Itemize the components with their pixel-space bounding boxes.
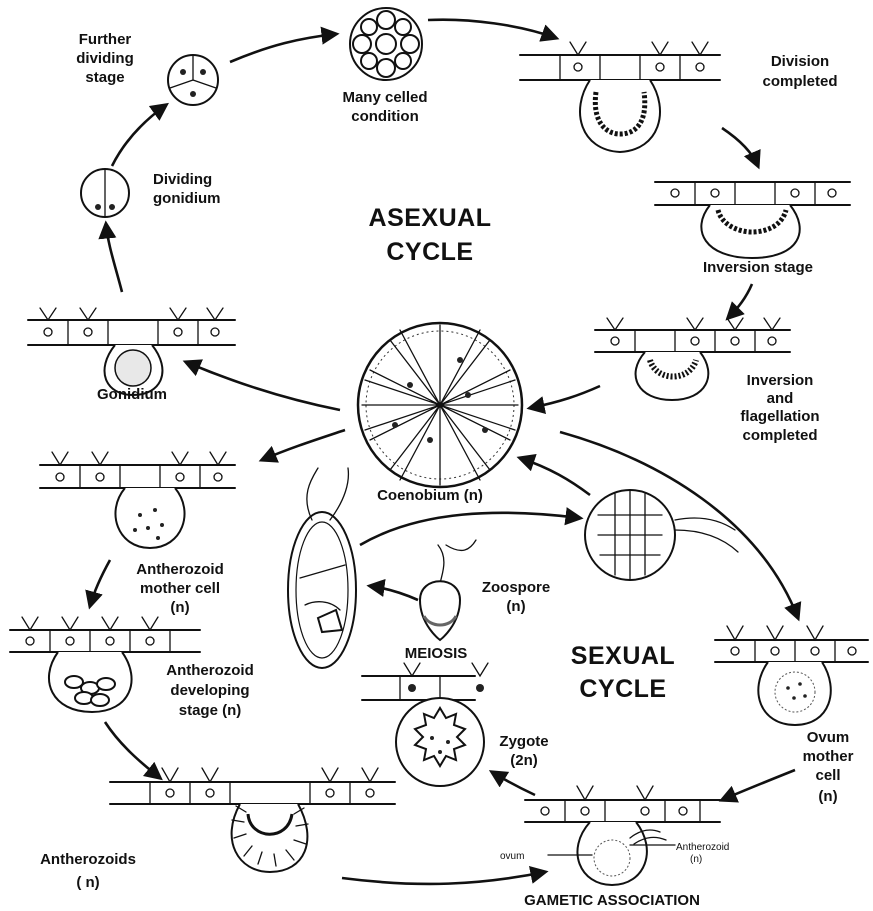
ovum-mother-line-1: Ovum — [807, 729, 850, 746]
zoospore-figure — [420, 540, 476, 640]
asexual-title-line-2: CYCLE — [386, 238, 473, 266]
gonidium-figure — [28, 308, 235, 395]
inversion-flagellation-line-1: Inversion — [747, 372, 814, 389]
antherozoid-developing-line-1: Antherozoid — [166, 662, 254, 679]
zygote-line-1: Zygote — [499, 733, 548, 750]
label-ovum: ovum — [500, 851, 524, 862]
label-gonidium: Gonidium — [97, 386, 167, 403]
gametic-association-line-1: GAMETIC ASSOCIATION — [524, 892, 700, 909]
label-division-completed: Division completed — [762, 53, 837, 90]
sexual-title-line-1: SEXUAL — [571, 642, 675, 670]
antherozoid-mother-line-3: (n) — [170, 599, 189, 616]
sexual-title-line-2: CYCLE — [579, 675, 666, 703]
zygote-figure — [362, 663, 488, 786]
gonidium-line-1: Gonidium — [97, 386, 167, 403]
label-meiosis: MEIOSIS — [405, 645, 468, 662]
ovum-mother-line-3: cell — [815, 767, 840, 784]
label-zygote: Zygote (2n) — [499, 733, 548, 769]
sexual-cycle-title: SEXUAL CYCLE — [571, 642, 675, 703]
antherozoids-figure — [110, 768, 395, 872]
zoospore-line-2: (n) — [506, 598, 525, 615]
dividing-gonidium-figure — [81, 169, 129, 217]
many-celled-line-2: condition — [351, 108, 419, 125]
label-antherozoid-developing-stage: Antherozoid developing stage (n) — [166, 662, 254, 719]
inversion-stage-figure — [655, 182, 850, 258]
ovum-small-label: ovum — [500, 851, 524, 862]
dividing-gonidium-line-1: Dividing — [153, 171, 212, 188]
label-coenobium: Coenobium (n) — [377, 487, 483, 504]
ovum-mother-line-2: mother — [803, 748, 854, 765]
label-gametic-association: GAMETIC ASSOCIATION — [524, 892, 700, 909]
label-zoospore: Zoospore (n) — [482, 579, 550, 615]
many-celled-line-1: Many celled — [342, 89, 427, 106]
asexual-title-line-1: ASEXUAL — [369, 204, 492, 232]
antherozoid-mother-line-2: mother cell — [140, 580, 220, 597]
inversion-flagellation-line-4: completed — [742, 427, 817, 444]
antherozoids-line-2: ( n) — [76, 874, 99, 891]
antherozoid-mother-line-1: Antherozoid — [136, 561, 224, 578]
label-ovum-mother-cell: Ovum mother cell (n) — [803, 729, 854, 805]
antherozoid-small-line-2: (n) — [690, 854, 702, 865]
division-completed-figure — [520, 42, 720, 152]
label-further-dividing-stage: Further dividing stage — [76, 31, 134, 86]
inversion-stage-line-1: Inversion stage — [703, 259, 813, 276]
division-completed-line-2: completed — [762, 73, 837, 90]
coenobium-line-1: Coenobium (n) — [377, 487, 483, 504]
label-antherozoid-small: Antherozoid (n) — [676, 842, 729, 865]
antherozoid-developing-line-2: developing — [170, 682, 249, 699]
young-coenobium-figure — [585, 490, 738, 580]
label-antherozoid-mother-cell: Antherozoid mother cell (n) — [136, 561, 224, 616]
inversion-flagellation-line-2: and — [767, 390, 794, 407]
zygote-line-2: (2n) — [510, 752, 538, 769]
asexual-cycle-title: ASEXUAL CYCLE — [369, 204, 492, 266]
further-dividing-line-1: Further — [79, 31, 132, 48]
coenobium-figure — [358, 323, 522, 487]
ovum-mother-cell-figure — [715, 626, 868, 725]
meiosis-line-1: MEIOSIS — [405, 645, 468, 662]
antherozoids-line-1: Antherozoids — [40, 851, 136, 868]
label-antherozoids: Antherozoids ( n) — [40, 851, 136, 891]
label-inversion-stage: Inversion stage — [703, 259, 813, 276]
zoospore-germination-figure — [288, 468, 356, 668]
label-inversion-flagellation-completed: Inversion and flagellation completed — [740, 372, 819, 444]
inversion-flagellation-line-3: flagellation — [740, 408, 819, 425]
label-many-celled-condition: Many celled condition — [342, 89, 427, 125]
zoospore-line-1: Zoospore — [482, 579, 550, 596]
antherozoid-developing-line-3: stage (n) — [179, 702, 242, 719]
division-completed-line-1: Division — [771, 53, 829, 70]
dividing-gonidium-line-2: gonidium — [153, 190, 221, 207]
many-celled-condition-figure — [350, 8, 422, 80]
further-dividing-stage-figure — [168, 55, 218, 105]
gametic-association-figure — [525, 786, 720, 885]
ovum-mother-line-4: (n) — [818, 788, 837, 805]
label-dividing-gonidium: Dividing gonidium — [153, 171, 221, 207]
antherozoid-mother-cell-figure — [40, 452, 235, 548]
further-dividing-line-2: dividing — [76, 50, 134, 67]
further-dividing-line-3: stage — [85, 69, 124, 86]
antherozoid-small-line-1: Antherozoid — [676, 842, 729, 853]
